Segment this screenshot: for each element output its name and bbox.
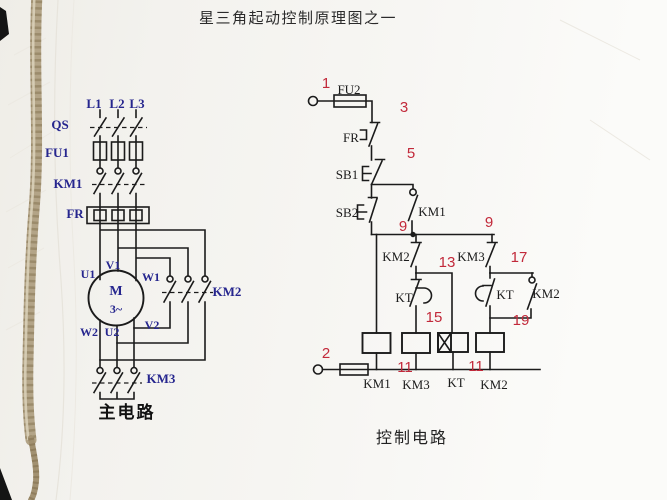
terminal-u1-label: U1 <box>81 267 96 281</box>
junction-dot-9 <box>410 231 416 238</box>
wire-number-5: 5 <box>407 145 415 162</box>
terminal-1-circle <box>307 95 319 107</box>
wire-number-19: 19 <box>513 312 530 329</box>
control-circuit: FU2 FR SB1 SB2 KM1 KM2 KM3 KT KT KM2 KM1… <box>307 75 560 447</box>
fu2-label: FU2 <box>337 82 360 97</box>
wire-number-2: 2 <box>322 345 330 362</box>
bus-fuse-body <box>339 363 369 376</box>
phase-l3-label: L3 <box>129 96 145 111</box>
wire-number-11-left: 11 <box>397 359 413 376</box>
wire-number-9-right: 9 <box>485 214 493 231</box>
km3-contactor-label: KM3 <box>147 371 176 386</box>
km2-no-label: KM2 <box>532 286 559 301</box>
kt-nc-delay-arc <box>415 287 433 304</box>
qs-switch-label: QS <box>51 117 68 132</box>
km2-contactor-label: KM2 <box>213 284 242 299</box>
km1-aux-label: KM1 <box>418 204 445 219</box>
terminal-v1-label: V1 <box>106 258 121 272</box>
km1-coil-label: KM1 <box>363 376 390 391</box>
kt-coil-label: KT <box>447 375 464 390</box>
page-title: 星三角起动控制原理图之一 <box>199 10 397 27</box>
km1-coil <box>361 332 392 354</box>
phase-l2-label: L2 <box>109 96 124 111</box>
km3-coil <box>401 332 431 354</box>
sb2-button-actuator <box>356 204 368 220</box>
terminal-2-circle <box>312 364 324 375</box>
km2-coil-label: KM2 <box>480 377 507 392</box>
wire-number-9-left: 9 <box>399 218 407 235</box>
wire-number-11-right: 11 <box>468 358 484 375</box>
fr-relay-label: FR <box>66 206 84 221</box>
sb1-label: SB1 <box>336 167 358 182</box>
kt-no-delay-arc <box>474 284 492 302</box>
motor-symbol <box>87 269 145 327</box>
wire-number-17: 17 <box>511 249 528 266</box>
wire-number-3: 3 <box>400 99 408 116</box>
main-circuit: L1 L2 L3 QS FU1 KM1 FR U1 V1 W1 W2 U2 V2… <box>45 96 241 422</box>
km3-nc-label: KM3 <box>457 249 484 264</box>
control-circuit-caption: 控制电路 <box>376 429 448 447</box>
terminal-u2-label: U2 <box>105 325 120 339</box>
motor-letter: M <box>109 284 122 299</box>
km2-nc-label: KM2 <box>382 249 409 264</box>
sb1-button-actuator <box>361 165 372 182</box>
km3-coil-label: KM3 <box>402 377 429 392</box>
terminal-w1-label: W1 <box>142 270 160 284</box>
wire-number-13: 13 <box>439 254 456 271</box>
phase-l1-label: L1 <box>86 96 101 111</box>
fu1-fuse-label: FU1 <box>45 145 69 160</box>
fu2-fuse-body <box>333 94 367 108</box>
terminal-w2-label: W2 <box>80 325 98 339</box>
corner-marks <box>0 7 12 500</box>
wire-number-1: 1 <box>322 75 330 92</box>
rope-decoration <box>22 0 43 500</box>
main-circuit-caption: 主电路 <box>99 402 156 422</box>
fr-contact-actuator <box>359 129 368 141</box>
km2-coil <box>475 332 505 353</box>
km1-contactor-label: KM1 <box>54 176 83 191</box>
kt-nc-label: KT <box>395 290 412 305</box>
fr-contact-label: FR <box>343 130 359 145</box>
kt-no-label: KT <box>496 287 513 302</box>
kt-coil <box>436 331 469 354</box>
wire-number-15: 15 <box>426 309 443 326</box>
motor-phase-mark: 3~ <box>110 302 123 316</box>
sb2-label: SB2 <box>336 205 358 220</box>
terminal-v2-label: V2 <box>145 318 160 332</box>
